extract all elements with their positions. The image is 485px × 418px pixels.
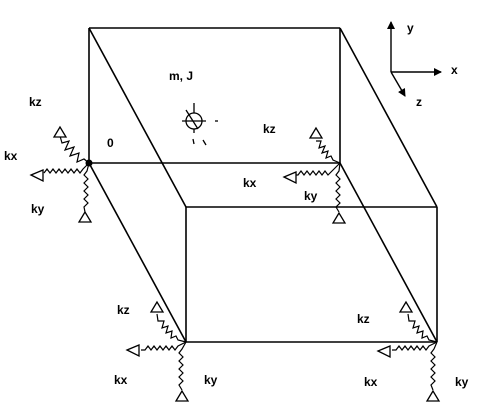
spring-kz <box>316 140 341 164</box>
ground-triangle <box>308 126 324 139</box>
support-front-left: kz kx ky <box>114 300 218 402</box>
axis-label-y: y <box>407 21 414 35</box>
spring-kz <box>59 135 90 164</box>
box-edge-bottom-right-diagonal <box>339 162 438 343</box>
ground-triangle <box>52 125 68 138</box>
label-kx: kx <box>114 373 128 387</box>
axis-label-x: x <box>451 63 458 77</box>
mass-label: m, J <box>169 69 193 83</box>
label-ky: ky <box>455 375 469 389</box>
origin-label: 0 <box>107 136 114 150</box>
axis-label-z: z <box>416 95 422 109</box>
ground-triangle <box>174 389 190 402</box>
ground-triangle <box>282 171 297 185</box>
box-edge-bottom-left-diagonal <box>88 162 187 343</box>
label-kx: kx <box>243 176 257 190</box>
ground-triangle <box>149 300 165 313</box>
ground-triangle <box>331 211 347 224</box>
ground-triangle <box>29 169 44 183</box>
label-kx: kx <box>364 375 378 389</box>
spring-kx <box>141 341 187 351</box>
ground-triangle <box>398 300 414 313</box>
support-top-left: kz kx ky <box>4 95 93 223</box>
spring-ky <box>430 341 438 391</box>
box-edge-top-left-diagonal <box>88 27 187 208</box>
ground-triangle <box>425 389 441 402</box>
box-edge-top-right-diagonal <box>339 27 438 208</box>
label-kz: kz <box>117 303 130 317</box>
label-ky: ky <box>204 373 218 387</box>
spring-kx <box>43 162 90 174</box>
label-ky: ky <box>304 189 318 203</box>
ground-triangle <box>376 345 391 359</box>
box <box>88 27 438 343</box>
ground-triangle <box>125 344 140 358</box>
label-kx: kx <box>4 149 18 163</box>
label-kz: kz <box>263 122 276 136</box>
center-of-mass-icon <box>182 103 218 146</box>
label-kz: kz <box>357 312 370 326</box>
label-kz: kz <box>29 95 42 109</box>
ground-triangle <box>77 210 93 223</box>
spring-ky <box>335 162 341 213</box>
spring-kz <box>156 313 187 343</box>
coordinate-axes <box>387 21 442 97</box>
label-ky: ky <box>31 202 45 216</box>
support-front-right: kz kx ky <box>357 300 469 402</box>
spring-kz <box>407 313 438 343</box>
spring-ky <box>83 162 90 213</box>
spring-ky <box>178 341 187 391</box>
spring-kx <box>392 341 438 351</box>
spring-kx <box>295 162 341 176</box>
support-back-right: kz kx ky <box>243 122 347 224</box>
